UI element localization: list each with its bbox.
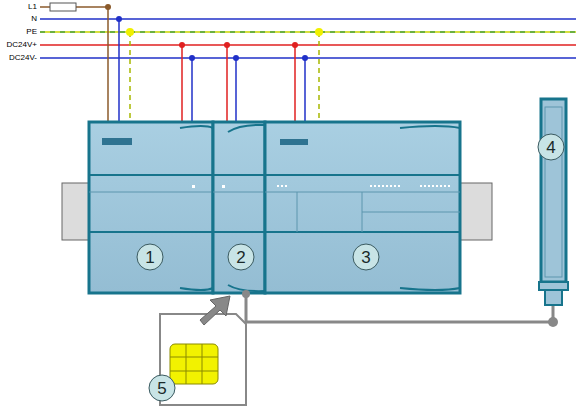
status-led (398, 185, 400, 187)
wire-name: N (31, 15, 37, 23)
dc24v-plus-wire (40, 44, 576, 46)
status-led (281, 185, 283, 187)
pe-wire (40, 31, 576, 33)
status-led (390, 185, 392, 187)
status-led (386, 185, 388, 187)
drop-wire (294, 45, 296, 124)
status-led (436, 185, 438, 187)
status-led (420, 185, 422, 187)
drop-wire (129, 32, 131, 124)
status-led (432, 185, 434, 187)
cable-joint (548, 317, 558, 327)
insert-arrow (200, 296, 230, 325)
wire-name: DC24V+ (7, 41, 37, 49)
antenna-device (539, 99, 568, 305)
power-module (89, 122, 213, 293)
status-led (444, 185, 446, 187)
wire-name: DC24V- (9, 54, 37, 62)
drop-wire (226, 45, 228, 124)
drop-wire (318, 32, 320, 124)
cable (246, 293, 553, 322)
status-led (277, 185, 279, 187)
status-led (428, 185, 430, 187)
wire-name: L1 (28, 3, 37, 11)
status-led (374, 185, 376, 187)
drop-wire (304, 58, 306, 124)
wire-name: PE (26, 28, 37, 36)
drop-wire (191, 58, 193, 124)
cpu-module (265, 122, 460, 293)
status-led (370, 185, 372, 187)
junction-dots (105, 4, 323, 61)
callout-number: 3 (361, 249, 370, 266)
callout-number: 4 (546, 139, 555, 156)
status-led (424, 185, 426, 187)
pe-wire-stripe (40, 31, 576, 33)
callout-number: 2 (236, 249, 245, 266)
cable-plug (242, 290, 250, 298)
status-led (394, 185, 396, 187)
drop-wire (118, 19, 120, 124)
din-rail (458, 183, 492, 240)
status-led (382, 185, 384, 187)
status-led (440, 185, 442, 187)
drop-wire (181, 45, 183, 124)
callout-number: 1 (145, 249, 154, 266)
fuse-symbol (50, 3, 76, 11)
callout-circle (137, 134, 564, 401)
callout-number: 5 (157, 380, 166, 397)
communication-module (213, 122, 265, 293)
status-led (378, 185, 380, 187)
status-led (285, 185, 287, 187)
status-led (448, 185, 450, 187)
drop-wire (235, 58, 237, 124)
din-rail (62, 183, 90, 240)
drop-wire (107, 7, 109, 124)
